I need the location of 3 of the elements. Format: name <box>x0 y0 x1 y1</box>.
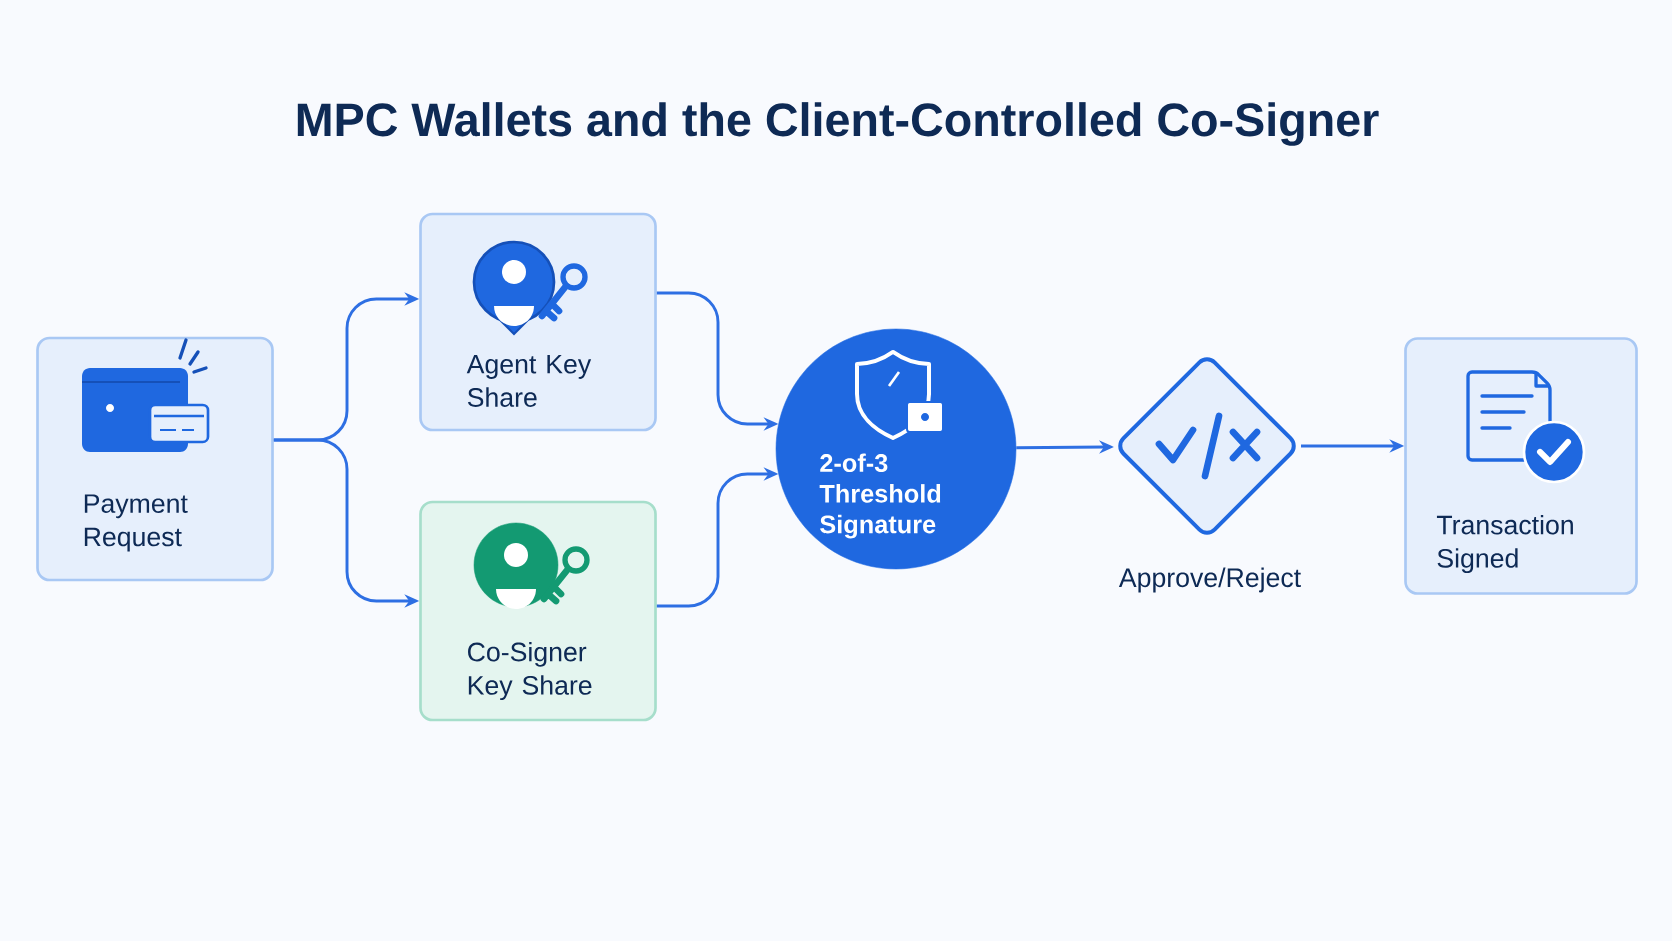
process-box: Transaction Signed <box>1404 337 1638 595</box>
title: MPC Wallets and the Client-Controlled Co-Signer <box>297 102 1379 146</box>
node-caption: Approve/Reject <box>1118 567 1301 593</box>
